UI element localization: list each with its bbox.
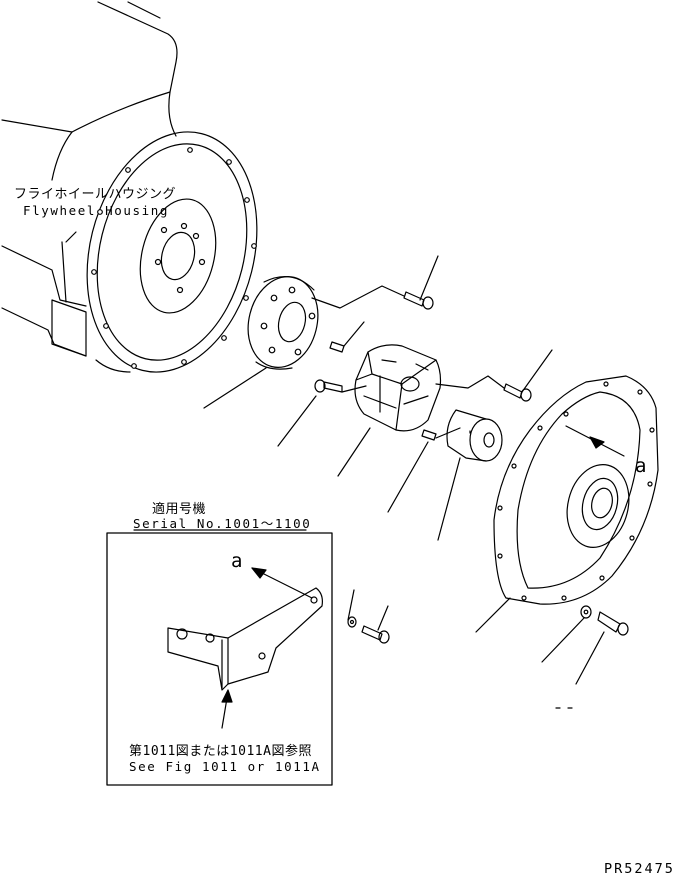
flywheel-housing-label-en: Flywheel Housing: [23, 203, 170, 218]
adapter-plate-drawing: [247, 275, 319, 370]
leader-lines: [65, 231, 605, 709]
view-arrow-main: [565, 425, 625, 457]
see-fig-label-jp: 第1011図または1011A図参照: [129, 744, 312, 759]
flywheel-housing-label-jp: フライホイールハウジング: [14, 187, 177, 202]
view-a-inset-label: a: [231, 550, 243, 572]
serial-label-en: Serial No.1001～1100: [133, 516, 312, 531]
bolts-drawing: [314, 291, 629, 636]
inset-box: [106, 529, 390, 786]
flexible-coupling-drawing: [354, 344, 442, 432]
flywheel-cover-drawing: [493, 375, 659, 605]
serial-label-jp: 適用号機: [152, 502, 207, 517]
dowel-pin-drawing: [329, 341, 345, 353]
see-fig-label-en: See Fig 1011 or 1011A: [129, 759, 321, 774]
coupling-hub-drawing: [446, 409, 503, 462]
drawing-number: PR52475: [604, 861, 675, 877]
view-a-main-label: a: [635, 455, 647, 477]
flywheel-housing-drawing: [1, 1, 258, 373]
